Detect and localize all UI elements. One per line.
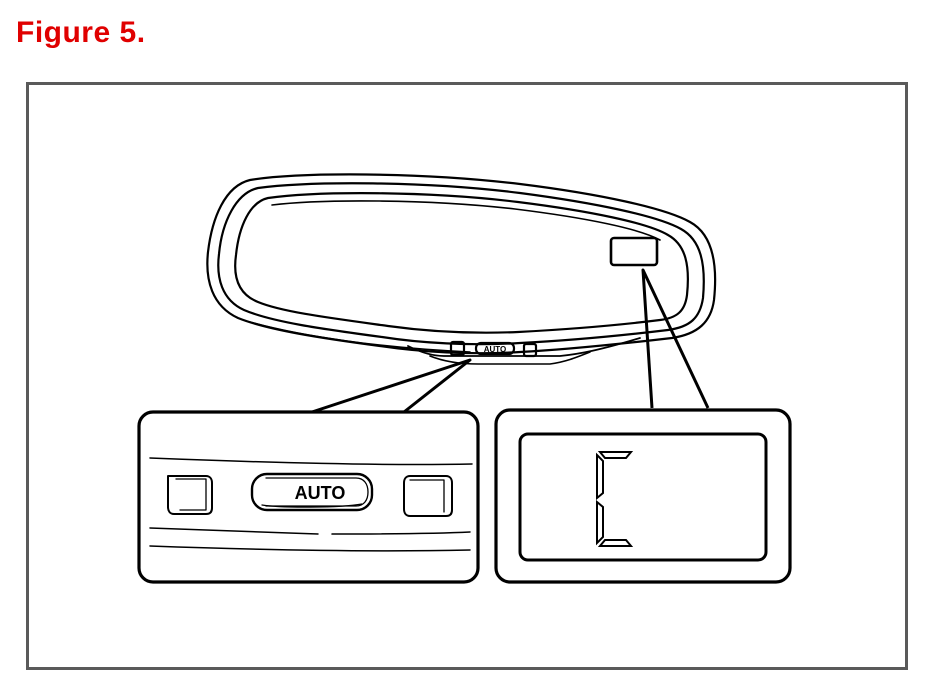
segment-lower-left bbox=[596, 499, 604, 546]
left-inset-right-button-inner bbox=[409, 479, 445, 513]
left-inset-right-button bbox=[403, 475, 453, 517]
mirror-button-right bbox=[522, 342, 538, 358]
right-inset-display-window bbox=[518, 432, 768, 562]
left-inset-bottom-line bbox=[149, 545, 471, 552]
left-inset-auto-button-inner bbox=[265, 477, 369, 507]
left-inset-panel bbox=[137, 410, 480, 584]
left-inset-auto-button bbox=[250, 472, 374, 512]
segment-top bbox=[597, 451, 634, 459]
left-inset-border bbox=[137, 410, 480, 584]
callout-left-leader bbox=[311, 358, 472, 414]
segment-bottom bbox=[597, 539, 634, 547]
callout-right-leader bbox=[641, 268, 710, 409]
left-inset-auto-label: AUTO bbox=[295, 483, 346, 503]
left-inset-auto-button-shadow bbox=[261, 503, 363, 508]
right-inset-panel bbox=[494, 408, 792, 584]
display-character-glyph bbox=[596, 451, 634, 547]
mirror-indicator-window bbox=[609, 236, 659, 267]
mirror-glass-inner-line bbox=[271, 200, 661, 241]
mirror-housing-edge bbox=[217, 182, 705, 346]
left-inset-left-button bbox=[167, 475, 213, 515]
right-inset-border bbox=[494, 408, 792, 584]
mirror-auto-button-label: AUTO bbox=[484, 345, 507, 354]
mirror-base-ridge bbox=[407, 337, 641, 357]
left-inset-left-button-inner bbox=[175, 478, 207, 511]
mirror-auto-button bbox=[474, 341, 516, 356]
left-inset-lower-line-right bbox=[331, 531, 471, 535]
segment-upper-left bbox=[596, 452, 604, 501]
mirror-body bbox=[206, 173, 717, 365]
left-inset-top-line bbox=[149, 457, 473, 466]
left-inset-lower-line bbox=[149, 527, 319, 535]
figure-title: Figure 5. bbox=[16, 16, 146, 49]
mirror-base-ridge-lower bbox=[429, 351, 591, 365]
mirror-glass bbox=[234, 192, 689, 334]
mirror-button-left bbox=[449, 340, 466, 357]
mirror-bottom-edge bbox=[249, 321, 471, 353]
